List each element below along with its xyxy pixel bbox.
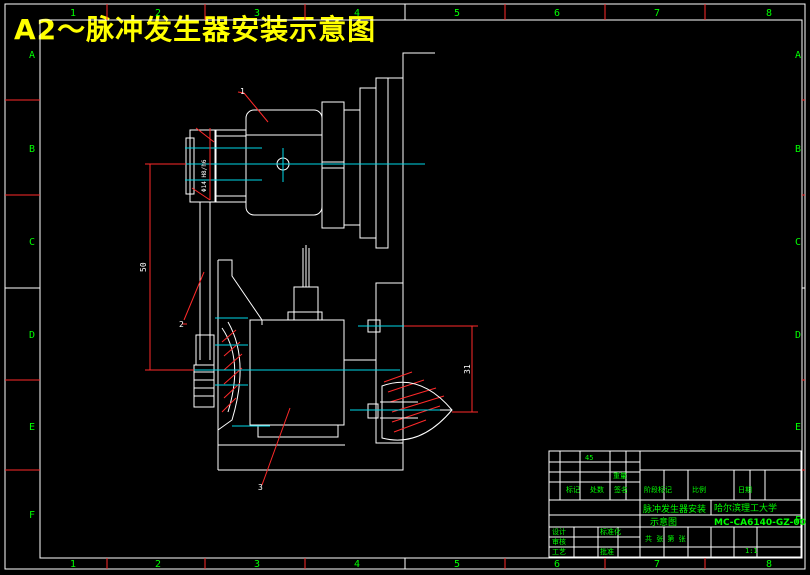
zone-col-1-top: 1 [70, 8, 76, 19]
zone-col-3-top: 3 [254, 8, 260, 19]
callout-3: 3 [258, 483, 263, 492]
callout-1: 1 [240, 87, 245, 96]
tb-process-label: 工艺 [552, 548, 566, 556]
tb-check-label: 审核 [552, 537, 566, 546]
centering-marks [5, 4, 805, 569]
zone-col-6-bottom: 6 [554, 559, 560, 570]
zone-col-3-bottom: 3 [254, 559, 260, 570]
tb-scale: 1:1 [745, 547, 758, 555]
zone-col-5-top: 5 [454, 8, 460, 19]
tb-weight-label: 重量 [613, 472, 627, 480]
tb-design-label: 设计 [552, 527, 566, 536]
dimension-lines [145, 91, 478, 486]
zone-col-4-top: 4 [354, 8, 360, 19]
tb-sheet-label: 共 张 第 张 [645, 534, 686, 543]
zone-labels-left: A B C D E F [29, 50, 35, 521]
zone-col-5-bottom: 5 [454, 559, 460, 570]
zone-ticks [5, 4, 805, 569]
zone-col-4-bottom: 4 [354, 559, 360, 570]
tb-date-label: 日期 [738, 486, 752, 494]
tb-approve-label: 批准 [600, 547, 614, 556]
lower-motor-assembly [217, 245, 404, 470]
drawing-title: A2～脉冲发生器安装示意图 [14, 13, 377, 46]
zone-row-e-left: E [29, 422, 35, 433]
zone-labels-bottom: 1 2 3 4 5 6 7 8 [70, 559, 772, 570]
tb-std-label: 标准化 [600, 527, 621, 536]
zone-row-d-right: D [795, 330, 801, 341]
zone-labels-top: 1 2 3 4 5 6 7 8 [70, 8, 772, 19]
section-hatching [191, 127, 445, 433]
zone-col-7-bottom: 7 [654, 559, 660, 570]
center-lines [160, 147, 440, 427]
tb-count-label: 处数 [590, 485, 604, 494]
zone-col-8-bottom: 8 [766, 559, 772, 570]
zone-row-c-left: C [29, 237, 35, 248]
mounting-nut [370, 381, 453, 441]
tb-sig-label: 签名 [614, 485, 628, 494]
zone-row-a-right: A [795, 50, 801, 61]
dim-fit: Φ14 H8/h6 [201, 159, 208, 192]
tb-material: 45 [585, 454, 593, 462]
zone-row-f-left: F [29, 510, 35, 521]
zone-row-b-left: B [29, 144, 35, 155]
zone-row-a-left: A [29, 50, 35, 61]
tb-drawing-name-2: 示意图 [650, 516, 677, 528]
tb-stage-label: 阶段标记 [644, 485, 672, 494]
zone-col-8-top: 8 [766, 8, 772, 19]
dim-height-right: 31 [463, 364, 472, 374]
zone-row-d-left: D [29, 330, 35, 341]
inner-frame [39, 19, 803, 559]
zone-labels-right: A B C D E F [795, 50, 801, 526]
tb-drawing-name-1: 脉冲发生器安装 [643, 503, 706, 515]
tb-ratio-label: 比例 [692, 485, 706, 494]
title-block [548, 450, 802, 558]
mounting-plate [218, 52, 435, 471]
outer-frame [4, 3, 806, 570]
callout-2: 2 [179, 320, 184, 329]
zone-row-c-right: C [795, 237, 801, 248]
tb-school: 哈尔滨理工大学 [714, 502, 777, 514]
zone-row-b-right: B [795, 144, 801, 155]
zone-row-f-right: F [795, 515, 801, 526]
zone-col-2-bottom: 2 [155, 559, 161, 570]
zone-col-7-top: 7 [654, 8, 660, 19]
dim-height-main: 50 [139, 262, 148, 272]
pulse-generator-body [185, 109, 323, 408]
zone-col-2-top: 2 [155, 8, 161, 19]
tb-drawing-number: MC-CA6140-GZ-00 [714, 518, 806, 528]
zone-col-6-top: 6 [554, 8, 560, 19]
zone-col-1-bottom: 1 [70, 559, 76, 570]
tb-mark-label: 标记 [566, 485, 580, 494]
zone-row-e-right: E [795, 422, 801, 433]
